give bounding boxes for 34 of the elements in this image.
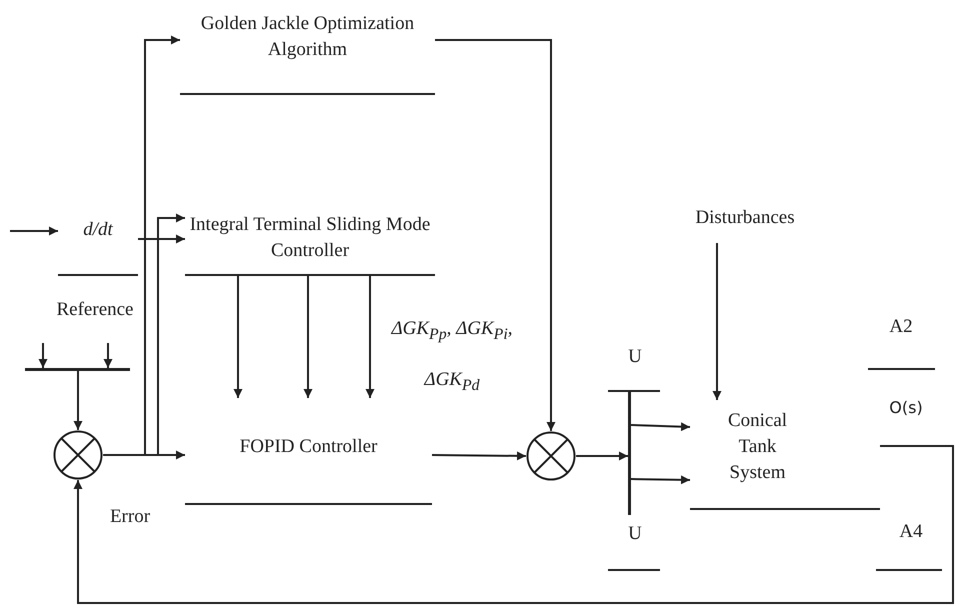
arrow (74, 371, 82, 430)
arrow (712, 243, 722, 400)
signal-label: U (627, 522, 643, 546)
signal-label: A2 (888, 315, 914, 339)
gain-label: ΔGK$_{Pp}$, ΔGK$_{Pi}$, ΔGK$_{Pd}$ (390, 317, 514, 396)
block-label: Conical Tank System (726, 409, 788, 485)
arrow (630, 422, 690, 432)
signal-label: U (627, 345, 643, 369)
distribution-bar (628, 390, 631, 515)
arrow (630, 475, 690, 484)
arrow (74, 445, 954, 604)
block-label: Golden Jackle Optimization Algorithm (200, 12, 416, 62)
arrow (138, 234, 185, 244)
arrow (304, 276, 312, 398)
arrow (10, 226, 58, 236)
output-label: O(s) (888, 397, 924, 419)
arrow (38, 343, 48, 368)
arrow (103, 450, 185, 460)
arrow (576, 452, 628, 460)
signal-label: Error (108, 505, 152, 529)
input-label: Reference (56, 298, 134, 322)
summing-junction (526, 431, 576, 481)
arrow (366, 276, 374, 398)
arrow (432, 451, 526, 460)
arrow (234, 276, 242, 398)
block-label: d/dt (82, 218, 114, 242)
block-label: Disturbances (694, 206, 796, 230)
arrow (435, 39, 556, 431)
signal-label: A4 (898, 520, 924, 544)
arrow (104, 343, 112, 368)
summing-junction (53, 430, 103, 480)
summing-bar (25, 368, 130, 371)
block-label: Integral Terminal Sliding Mode Controller (188, 213, 432, 263)
block-label: FOPID Controller (238, 435, 378, 459)
